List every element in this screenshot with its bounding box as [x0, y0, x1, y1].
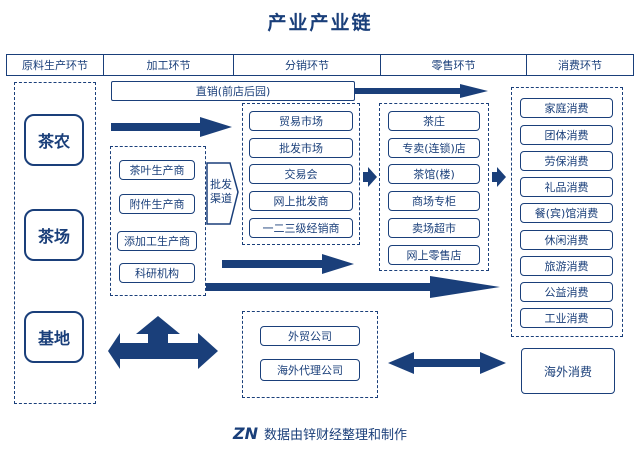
- consume-leisure: 休闲消费: [520, 230, 613, 250]
- raw-group: [14, 82, 96, 404]
- arrow-retail-to-consumption: [492, 167, 506, 187]
- consumption-group: [511, 87, 623, 337]
- consume-tourism: 旅游消费: [520, 256, 613, 276]
- processing-additive-producer: 添加工生产商: [117, 231, 197, 251]
- arrow-raw-to-distribution: [111, 117, 232, 137]
- raw-tea-farmer: 茶农: [24, 114, 84, 166]
- processing-tea-producer: 茶叶生产商: [119, 160, 195, 180]
- retail-mall-counter: 商场专柜: [388, 191, 480, 211]
- consume-public-welfare: 公益消费: [520, 282, 613, 302]
- dist-trade-fair: 交易会: [249, 164, 353, 184]
- page-title: 产业产业链: [267, 12, 373, 34]
- zn-logo-icon: ZN: [232, 424, 258, 443]
- processing-accessory-producer: 附件生产商: [119, 194, 195, 214]
- dist-wholesale-market: 批发市场: [249, 138, 353, 158]
- consume-restaurant: 餐(宾)馆消费: [520, 203, 613, 223]
- arrow-processing-to-consumption: [206, 276, 500, 298]
- stage-consumption: 消费环节: [558, 59, 602, 72]
- consume-household: 家庭消费: [520, 98, 613, 118]
- consume-gift: 礼品消费: [520, 177, 613, 197]
- processing-research: 科研机构: [119, 263, 195, 283]
- retail-online-store: 网上零售店: [388, 245, 480, 265]
- direct-sales-bar: 直销(前店后园): [111, 81, 355, 101]
- raw-base: 基地: [24, 311, 84, 363]
- arrow-direct-sales: [355, 84, 488, 98]
- channel-label: 批发渠道: [210, 178, 232, 205]
- stage-distribution: 分销环节: [234, 55, 381, 75]
- arrow-export-overseas: [388, 352, 506, 374]
- consume-industrial: 工业消费: [520, 308, 613, 328]
- stage-processing: 加工环节: [104, 55, 234, 75]
- export-group: [242, 311, 378, 398]
- export-overseas-agent: 海外代理公司: [260, 359, 360, 381]
- processing-group: [110, 146, 206, 296]
- distribution-group: [242, 103, 360, 245]
- retail-teahouse: 茶馆(楼): [388, 164, 480, 184]
- dist-online-wholesaler: 网上批发商: [249, 191, 353, 211]
- stage-header-row: 原料生产环节 加工环节 分销环节 零售环节 消费环节: [6, 54, 634, 76]
- retail-group: [379, 103, 489, 271]
- footer-text: 数据由锌财经整理和制作: [263, 428, 407, 443]
- consume-group: 团体消费: [520, 125, 613, 145]
- stage-retail: 零售环节: [381, 55, 527, 75]
- retail-supermarket: 卖场超市: [388, 218, 480, 238]
- dist-dealers: 一二三级经销商: [249, 218, 353, 238]
- footer-credit: ZN 数据由锌财经整理和制作: [0, 424, 640, 443]
- raw-tea-farm: 茶场: [24, 209, 84, 261]
- arrow-processing-to-distribution: [222, 254, 354, 274]
- arrow-cross-three-way: [108, 316, 218, 369]
- retail-tea-shop: 茶庄: [388, 111, 480, 131]
- arrow-distribution-to-retail: [363, 167, 377, 187]
- retail-chain-store: 专卖(连锁)店: [388, 138, 480, 158]
- consume-labor: 劳保消费: [520, 151, 613, 171]
- overseas-consumption: 海外消费: [521, 348, 615, 394]
- stage-raw: 原料生产环节: [7, 55, 104, 75]
- dist-trade-market: 贸易市场: [249, 111, 353, 131]
- export-foreign-trade: 外贸公司: [260, 326, 360, 346]
- channel-chevron: [206, 162, 239, 225]
